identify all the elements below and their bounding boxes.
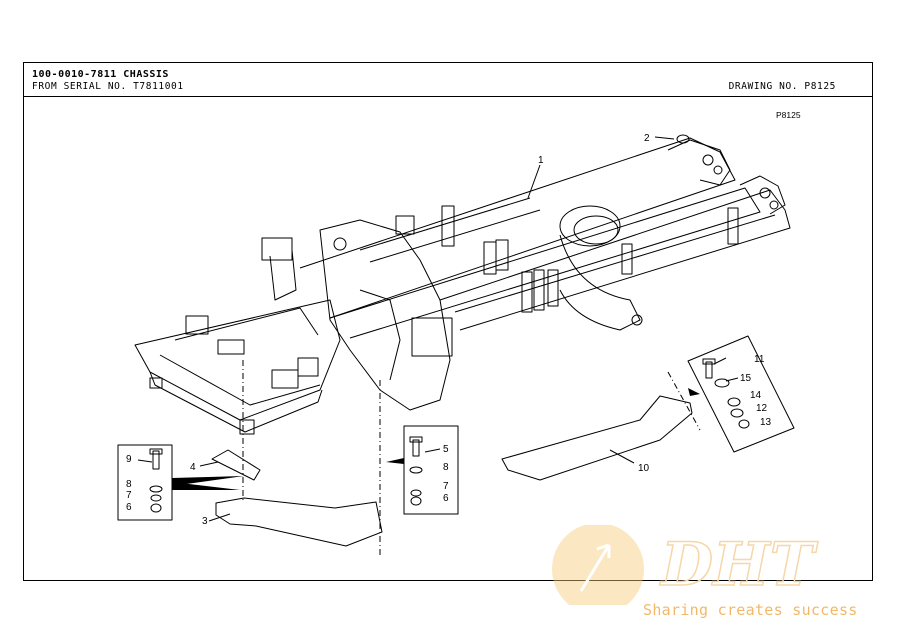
drawing-code: P8125 xyxy=(776,110,801,120)
pointer-arrows xyxy=(172,388,700,490)
left-detail-6: 6 xyxy=(126,502,132,513)
detail-box-right xyxy=(687,335,795,453)
callout-1: 1 xyxy=(538,155,544,166)
construction-lines xyxy=(242,360,701,555)
left-detail-7: 7 xyxy=(126,490,132,501)
watermark-slogan: Sharing creates success xyxy=(643,601,858,619)
callout-4: 4 xyxy=(190,462,196,473)
left-detail-9: 9 xyxy=(126,454,132,465)
right-detail-15: 15 xyxy=(740,373,752,384)
mid-detail-5: 5 xyxy=(443,444,449,455)
part-4-bar xyxy=(211,449,261,481)
part-10-plate xyxy=(501,395,693,481)
mid-detail-7: 7 xyxy=(443,481,449,492)
serial-number: FROM SERIAL NO. T7811001 xyxy=(32,81,184,92)
watermark-brand: DHT xyxy=(659,530,819,600)
drawing-frame: 100-0010-7811 CHASSIS FROM SERIAL NO. T7… xyxy=(23,62,873,581)
drawing-title: 100-0010-7811 CHASSIS xyxy=(32,69,169,80)
mid-detail-6: 6 xyxy=(443,493,449,504)
watermark-arrow-icon xyxy=(579,543,611,592)
chassis-frame-illustration xyxy=(134,137,791,435)
detail-box-mid xyxy=(403,425,459,515)
mid-detail-8: 8 xyxy=(443,462,449,473)
right-detail-12: 12 xyxy=(756,403,768,414)
right-detail-14: 14 xyxy=(750,390,762,401)
drawing-number: DRAWING NO. P8125 xyxy=(728,81,836,92)
callout-3: 3 xyxy=(202,516,208,527)
callout-10: 10 xyxy=(638,463,650,474)
part-2-plug xyxy=(676,134,690,144)
callout-2: 2 xyxy=(644,133,650,144)
right-detail-11: 11 xyxy=(754,354,765,365)
left-detail-8: 8 xyxy=(126,479,132,490)
callouts: 1 2 3 4 10 9 8 7 6 5 8 7 6 11 15 14 12 1… xyxy=(126,133,772,527)
part-3-plate xyxy=(215,497,383,547)
right-detail-13: 13 xyxy=(760,417,772,428)
title-block: 100-0010-7811 CHASSIS FROM SERIAL NO. T7… xyxy=(24,63,872,97)
watermark-logo: DHT xyxy=(552,525,819,605)
